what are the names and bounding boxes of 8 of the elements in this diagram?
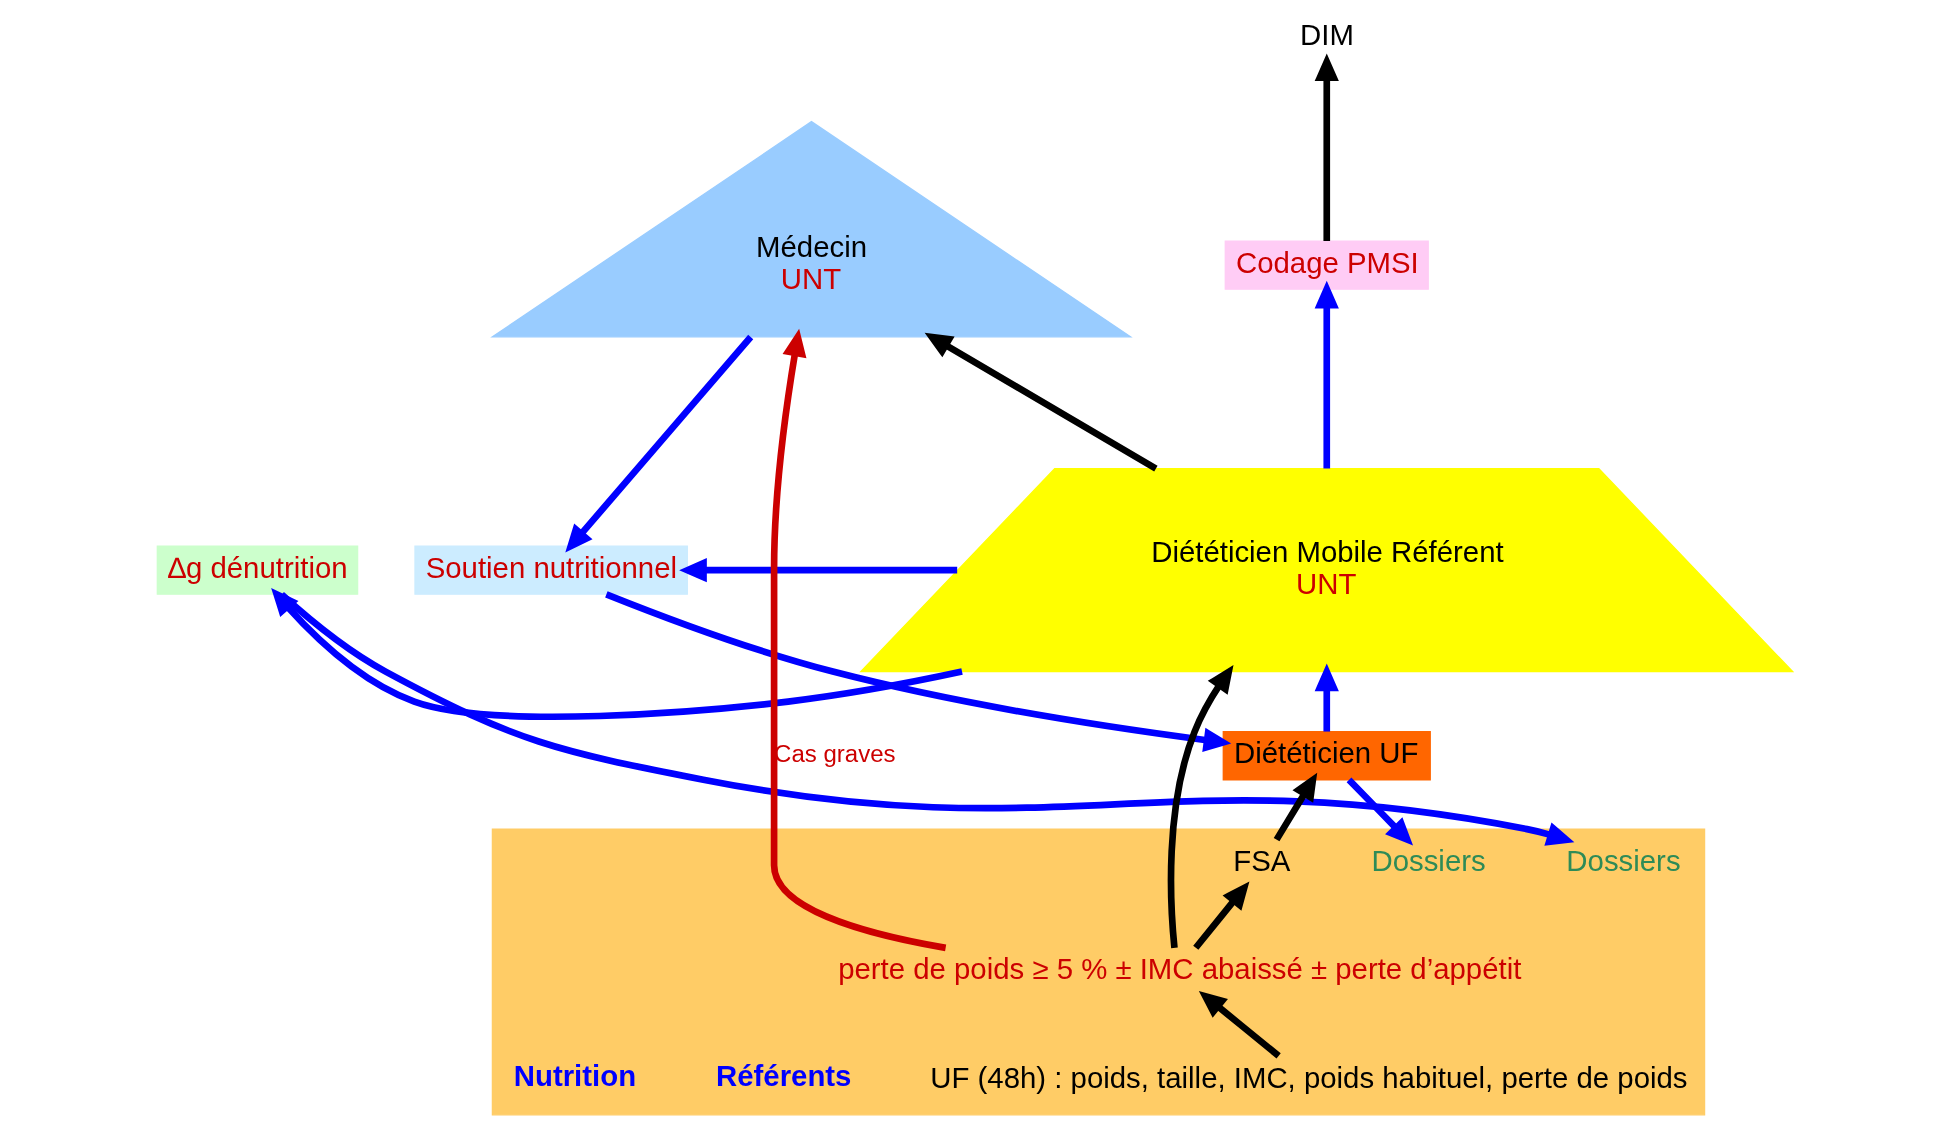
- node-text: FSA: [1233, 844, 1291, 878]
- label: Nutrition: [513, 1059, 637, 1093]
- label: Référents: [716, 1059, 852, 1093]
- node-text: UF (48h) : poids, taille, IMC, poids habituel, perte de poids: [930, 1060, 1688, 1094]
- node-text: DIM: [1300, 18, 1354, 52]
- node-text: Dossiers: [1566, 844, 1681, 878]
- node-text: perte de poids ≥ 5 % ± IMC abaissé ± perte d’appétit: [838, 952, 1522, 986]
- node-text: Dossiers: [1371, 844, 1486, 878]
